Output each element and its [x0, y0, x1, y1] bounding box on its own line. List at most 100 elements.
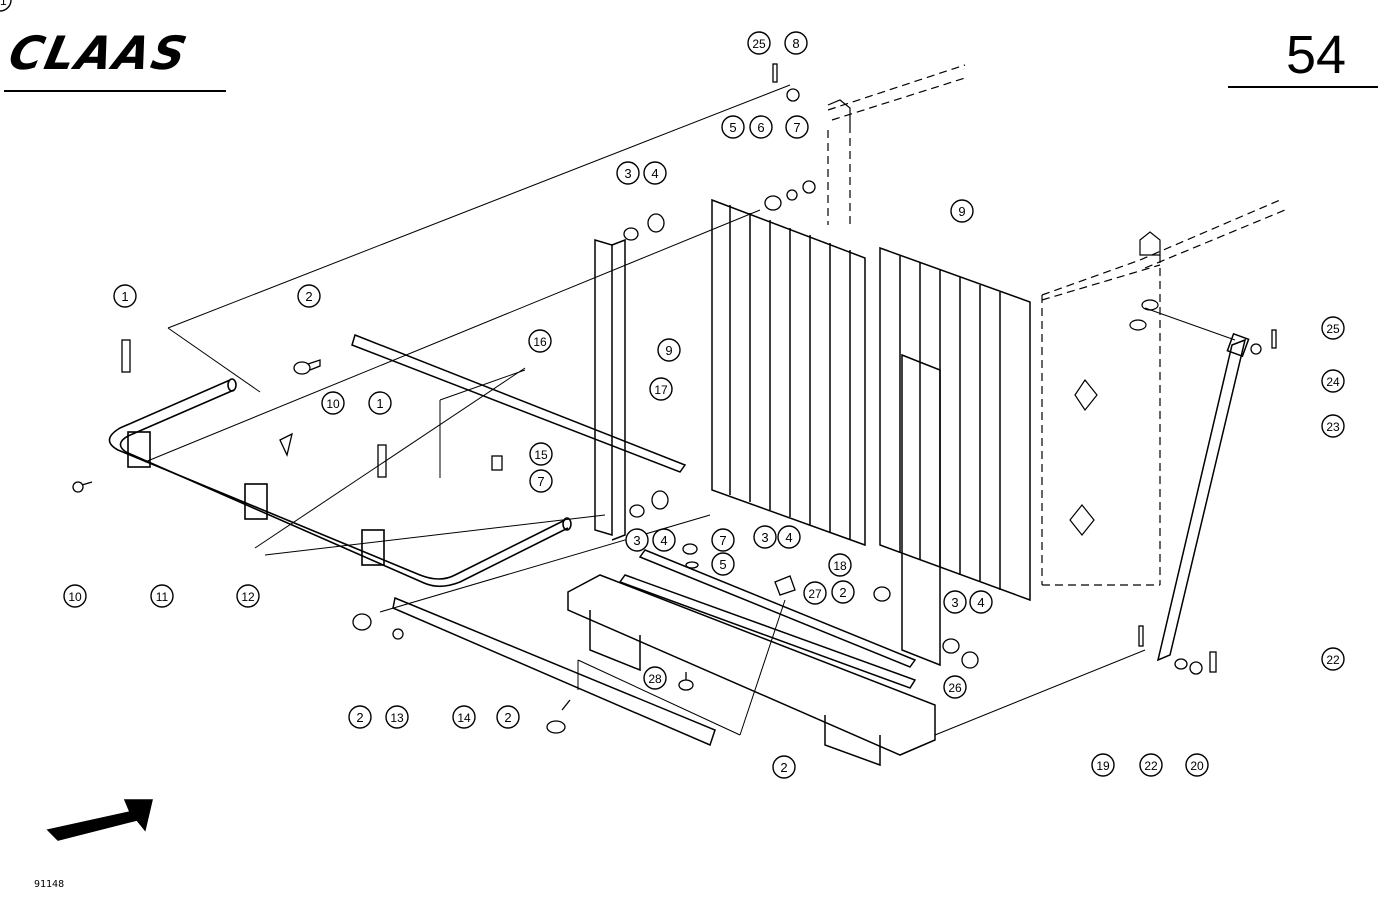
callout-number: 24: [1326, 375, 1340, 389]
callout-6: 6: [749, 115, 773, 139]
callout-number: 4: [651, 166, 658, 181]
callout-number: 25: [1326, 322, 1340, 336]
callout-20: 20: [1185, 753, 1209, 777]
vertical-post: [901, 353, 941, 667]
callout-18: 18: [828, 553, 852, 577]
callout-15: 15: [529, 442, 553, 466]
mounting-strips: [618, 549, 917, 689]
callout-number: 10: [68, 590, 82, 604]
callout-number: 1: [376, 396, 383, 411]
callout-number: 22: [1326, 653, 1340, 667]
callout-number: 4: [660, 533, 667, 548]
brand-underline: [4, 90, 226, 92]
frame-holes: [827, 99, 1161, 536]
callout-number: 27: [808, 587, 822, 601]
callout-number: 9: [665, 343, 672, 358]
callout-3: 3: [943, 590, 967, 614]
callout-number: 21: [0, 0, 7, 8]
callout-number: 3: [761, 530, 768, 545]
callout-number: 28: [648, 672, 662, 686]
callout-14: 14: [452, 705, 476, 729]
main-beam: [567, 574, 936, 767]
callout-24: 24: [1321, 369, 1345, 393]
callout-number: 20: [1190, 759, 1204, 773]
callout-number: 11: [156, 590, 169, 604]
direction-arrow-icon: [46, 799, 153, 841]
callout-number: 2: [305, 289, 312, 304]
callout-number: 4: [785, 530, 792, 545]
callout-number: 6: [757, 120, 764, 135]
callout-10: 10: [63, 584, 87, 608]
callout-23: 23: [1321, 414, 1345, 438]
page-number: 54: [1286, 25, 1347, 85]
callout-9: 9: [950, 199, 974, 223]
callout-5: 5: [711, 552, 735, 576]
callout-number: 18: [833, 559, 847, 573]
callout-5: 5: [721, 115, 745, 139]
callout-7: 7: [529, 469, 553, 493]
drawing-number: 91148: [34, 879, 65, 890]
callout-25: 25: [747, 31, 771, 55]
callout-4: 4: [969, 590, 993, 614]
callout-4: 4: [777, 525, 801, 549]
callout-number: 2: [839, 585, 846, 600]
callout-number: 9: [958, 204, 965, 219]
callout-2: 2: [772, 755, 796, 779]
frame-outline-upper: [827, 64, 1286, 586]
callout-22: 22: [1321, 647, 1345, 671]
callout-number: 3: [951, 595, 958, 610]
callout-8: 8: [784, 31, 808, 55]
callout-12: 12: [236, 584, 260, 608]
perforated-bar-upper: [351, 334, 687, 473]
callout-number: 4: [977, 595, 984, 610]
callout-number: 7: [793, 120, 800, 135]
callout-number: 25: [752, 37, 766, 51]
callout-number: 22: [1144, 759, 1158, 773]
leader-lines: [144, 84, 1236, 736]
callout-13: 13: [385, 705, 409, 729]
callout-4: 4: [643, 161, 667, 185]
callout-number: 7: [719, 533, 726, 548]
callout-number: 14: [457, 711, 471, 725]
callout-number: 10: [326, 397, 340, 411]
callout-number: 26: [948, 681, 962, 695]
callout-number: 7: [537, 474, 544, 489]
corrugated-panel-left: [711, 198, 866, 547]
tube-frame: [108, 378, 572, 588]
callout-2: 2: [297, 284, 321, 308]
callout-3: 3: [625, 528, 649, 552]
hardware-parts: [72, 63, 1277, 734]
callout-16: 16: [528, 329, 552, 353]
callout-number: 5: [719, 557, 726, 572]
callout-26: 26: [943, 675, 967, 699]
page-number-underline: [1228, 86, 1378, 88]
callout-2: 2: [831, 580, 855, 604]
callout-11: 11: [150, 584, 174, 608]
callout-number: 3: [624, 166, 631, 181]
callout-19: 19: [1091, 753, 1115, 777]
callout-number: 19: [1096, 759, 1110, 773]
callout-number: 23: [1326, 420, 1340, 434]
callout-7: 7: [711, 528, 735, 552]
callout-number: 2: [356, 710, 363, 725]
callout-3: 3: [753, 525, 777, 549]
callout-28: 28: [643, 666, 667, 690]
callout-number: 12: [241, 590, 255, 604]
callout-3: 3: [616, 161, 640, 185]
callout-2: 2: [348, 705, 372, 729]
callout-number: 17: [654, 383, 668, 397]
callout-number: 3: [633, 533, 640, 548]
callout-1: 1: [113, 284, 137, 308]
callout-number: 2: [780, 760, 787, 775]
callout-1: 1: [368, 391, 392, 415]
callout-10: 10: [321, 391, 345, 415]
callout-number: 8: [792, 36, 799, 51]
callout-9: 9: [657, 338, 681, 362]
callout-25: 25: [1321, 316, 1345, 340]
callout-number: 13: [390, 711, 404, 725]
callout-21: 21: [0, 0, 12, 12]
callout-number: 15: [534, 448, 548, 462]
